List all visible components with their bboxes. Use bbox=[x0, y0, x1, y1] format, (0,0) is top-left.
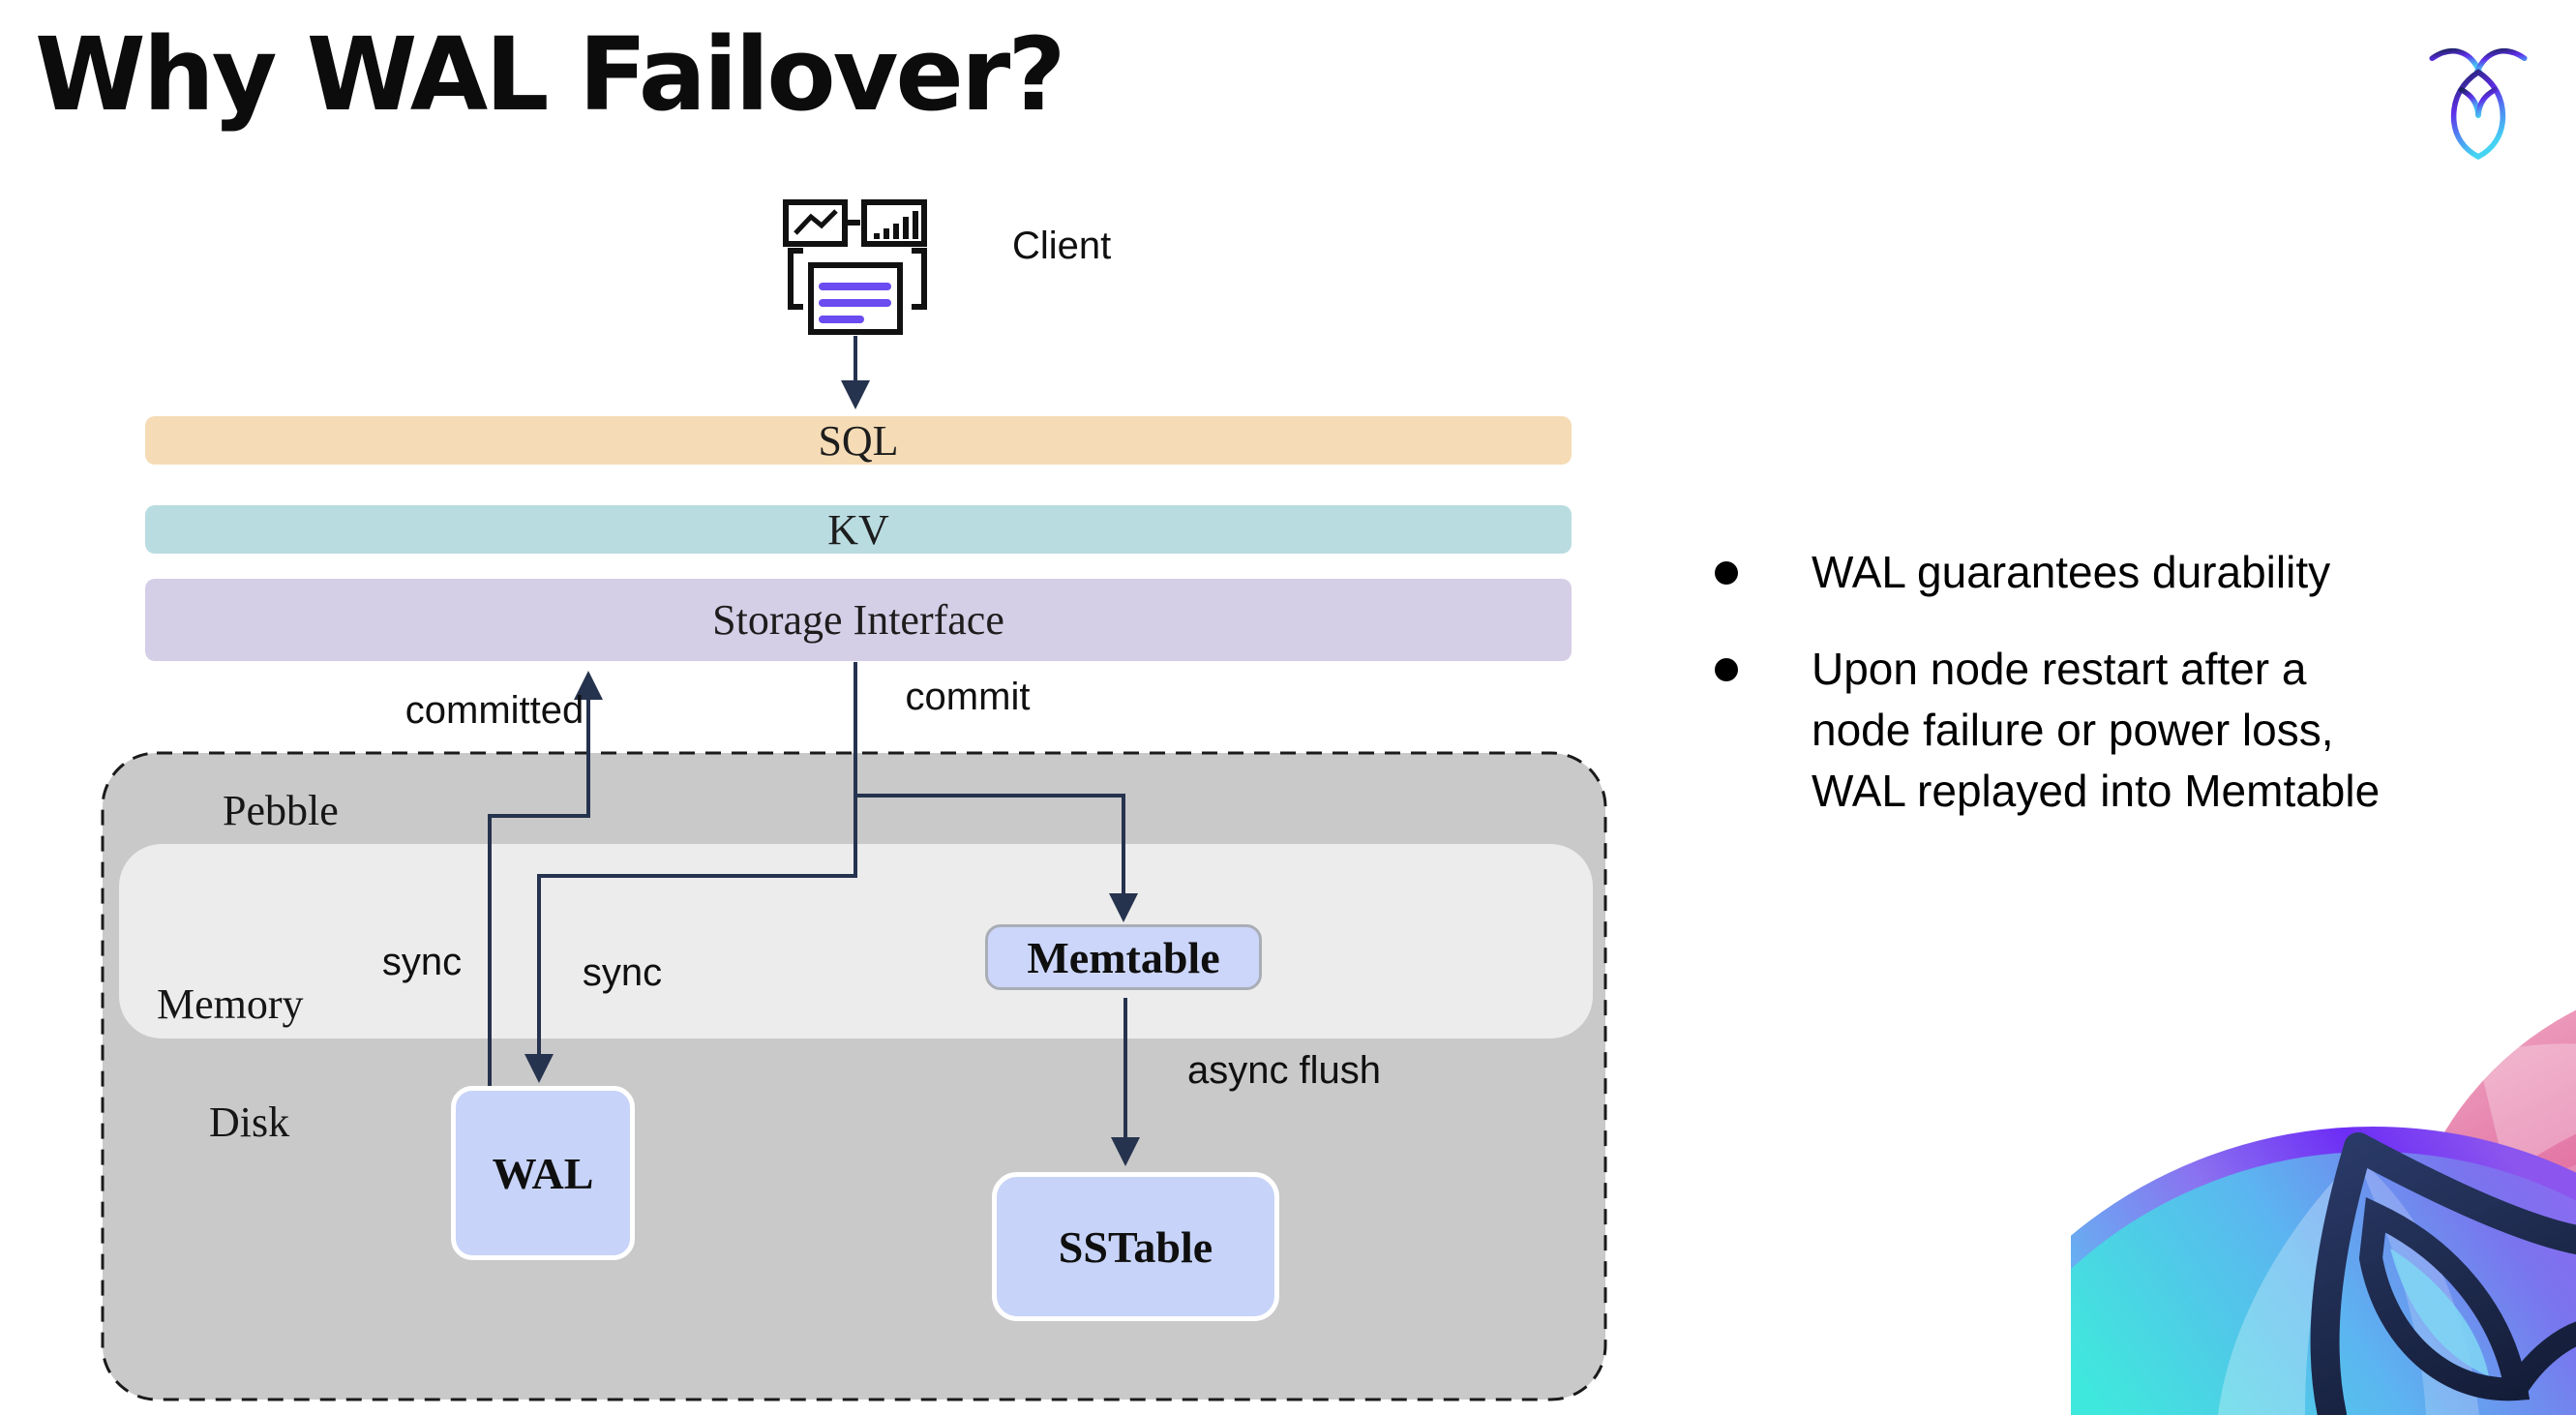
bullet-dot bbox=[1715, 561, 1738, 585]
client-icon bbox=[783, 199, 927, 335]
cockroachdb-logo-icon bbox=[2429, 48, 2528, 160]
node-sstable: SSTable bbox=[992, 1172, 1279, 1321]
brand-corner-art bbox=[2071, 1009, 2576, 1415]
bullet-line: WAL guarantees durability bbox=[1812, 547, 2331, 597]
bullet-item: Upon node restart after a node failure o… bbox=[1812, 639, 2380, 822]
node-wal-label: WAL bbox=[492, 1148, 594, 1198]
edge-label-sync-right: sync bbox=[582, 951, 663, 994]
bracket-left bbox=[788, 248, 803, 310]
edge-label-commit: commit bbox=[905, 676, 1031, 718]
arrow-committed bbox=[488, 671, 603, 1086]
node-memtable-label: Memtable bbox=[1027, 932, 1220, 982]
memory-label: Memory bbox=[157, 980, 304, 1028]
arrow-commit-to-wal bbox=[524, 662, 857, 1083]
bullet-line: WAL replayed into Memtable bbox=[1812, 766, 2381, 816]
bracket-right bbox=[912, 248, 927, 310]
node-sstable-label: SSTable bbox=[1058, 1221, 1213, 1272]
page-title: Why WAL Failover? bbox=[35, 15, 1066, 134]
bullet-dot bbox=[1715, 658, 1738, 681]
edge-label-sync-left: sync bbox=[381, 941, 463, 983]
layer-sql-label: SQL bbox=[818, 416, 899, 465]
line-chart-icon bbox=[783, 199, 848, 247]
node-memtable: Memtable bbox=[985, 924, 1262, 990]
layer-kv: KV bbox=[145, 505, 1572, 554]
arrow-commit-to-memtable bbox=[855, 794, 1138, 922]
edge-label-committed: committed bbox=[404, 689, 584, 732]
layer-kv-label: KV bbox=[827, 505, 889, 554]
node-wal: WAL bbox=[451, 1086, 635, 1260]
bullet-item: WAL guarantees durability bbox=[1812, 542, 2330, 603]
bullet-line: node failure or power loss, bbox=[1812, 705, 2334, 755]
pebble-label: Pebble bbox=[223, 787, 339, 834]
bullet-line: Upon node restart after a bbox=[1812, 644, 2307, 694]
diagram-arrows bbox=[488, 336, 1140, 1166]
edge-label-async-flush: async flush bbox=[1186, 1049, 1382, 1092]
disk-label: Disk bbox=[209, 1099, 290, 1146]
client-label: Client bbox=[1012, 225, 1112, 267]
layer-storage-interface: Storage Interface bbox=[145, 579, 1572, 661]
layer-storage-label: Storage Interface bbox=[712, 596, 1004, 644]
layer-sql: SQL bbox=[145, 416, 1572, 465]
